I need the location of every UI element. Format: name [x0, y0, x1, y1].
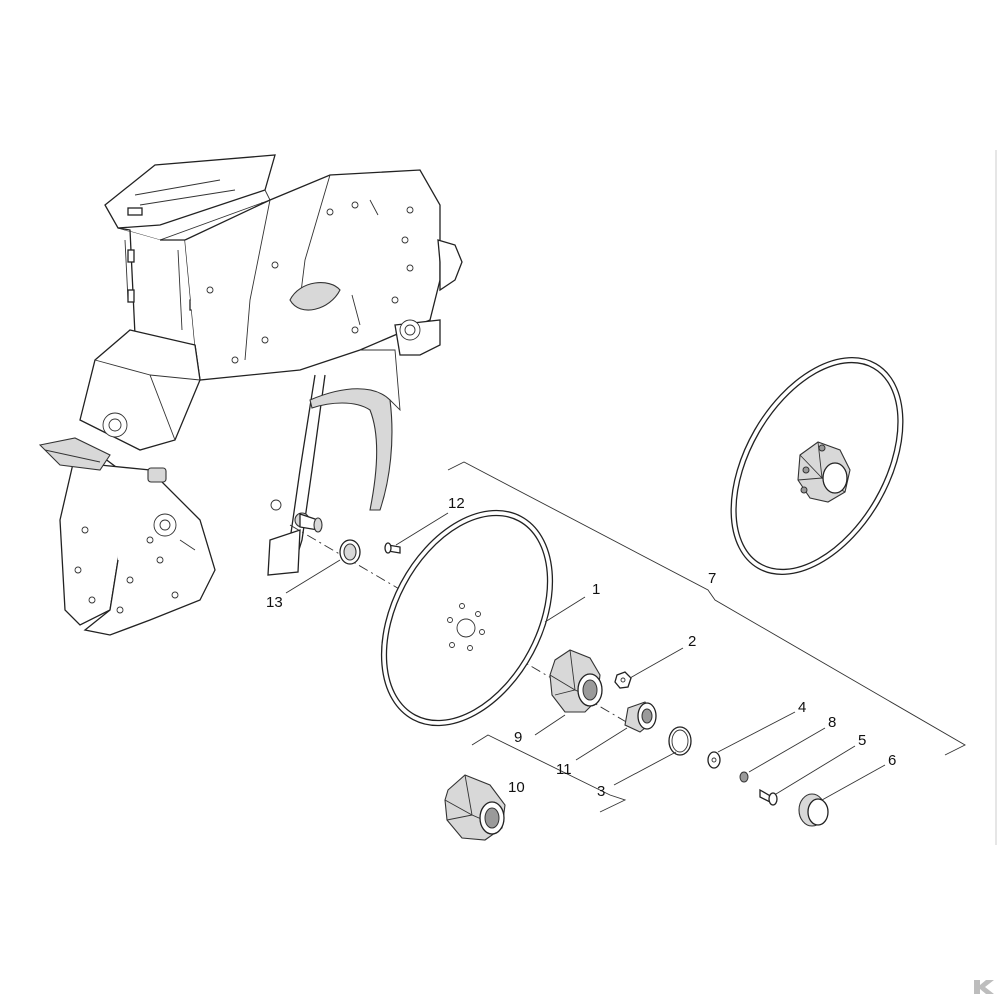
part-8-lock-washer: [739, 771, 749, 783]
part-11-bearing: [624, 701, 657, 733]
part-12-bolt: [384, 542, 401, 554]
callout-6: 6: [888, 752, 896, 769]
frame-bracket: [38, 437, 111, 471]
brand-logo-icon: [974, 980, 994, 994]
part-13-seal: [339, 539, 361, 565]
frame-lower-housing: [79, 329, 201, 451]
part-3-circlip: [668, 726, 692, 756]
part-6-dust-cap: [798, 793, 829, 827]
coulter-frame-assembly: [38, 154, 463, 636]
callout-12: 12: [448, 495, 465, 512]
callout-3: 3: [597, 783, 605, 800]
frame-cutout: [289, 282, 341, 311]
frame-slot: [127, 207, 143, 216]
part-5-screw: [759, 788, 778, 806]
part-1-disc: [380, 509, 554, 727]
group-bracket-7: [447, 461, 966, 756]
arm-tab: [437, 239, 463, 292]
callout-4: 4: [798, 699, 806, 716]
callout-8: 8: [828, 714, 836, 731]
arm-foot: [267, 529, 301, 576]
callout-2: 2: [688, 633, 696, 650]
part-10-hub: [444, 774, 506, 841]
callout-1: 1: [592, 581, 600, 598]
callout-10: 10: [508, 779, 525, 796]
group-bracket-10: [471, 734, 627, 813]
callout-11: 11: [556, 761, 572, 778]
callout-9: 9: [514, 729, 522, 746]
callout-5: 5: [858, 732, 866, 749]
callout-7: 7: [708, 570, 716, 587]
scraper-blade: [309, 388, 393, 511]
part-9-hub: [549, 649, 603, 713]
leader-lines: [285, 512, 886, 801]
part-4-washer: [707, 751, 721, 769]
callout-13: 13: [266, 594, 283, 611]
part-7-disc-assembly: [730, 357, 904, 575]
frame-channel: [117, 227, 196, 346]
part-2-nut: [614, 671, 632, 689]
frame-arm-right: [83, 464, 216, 636]
